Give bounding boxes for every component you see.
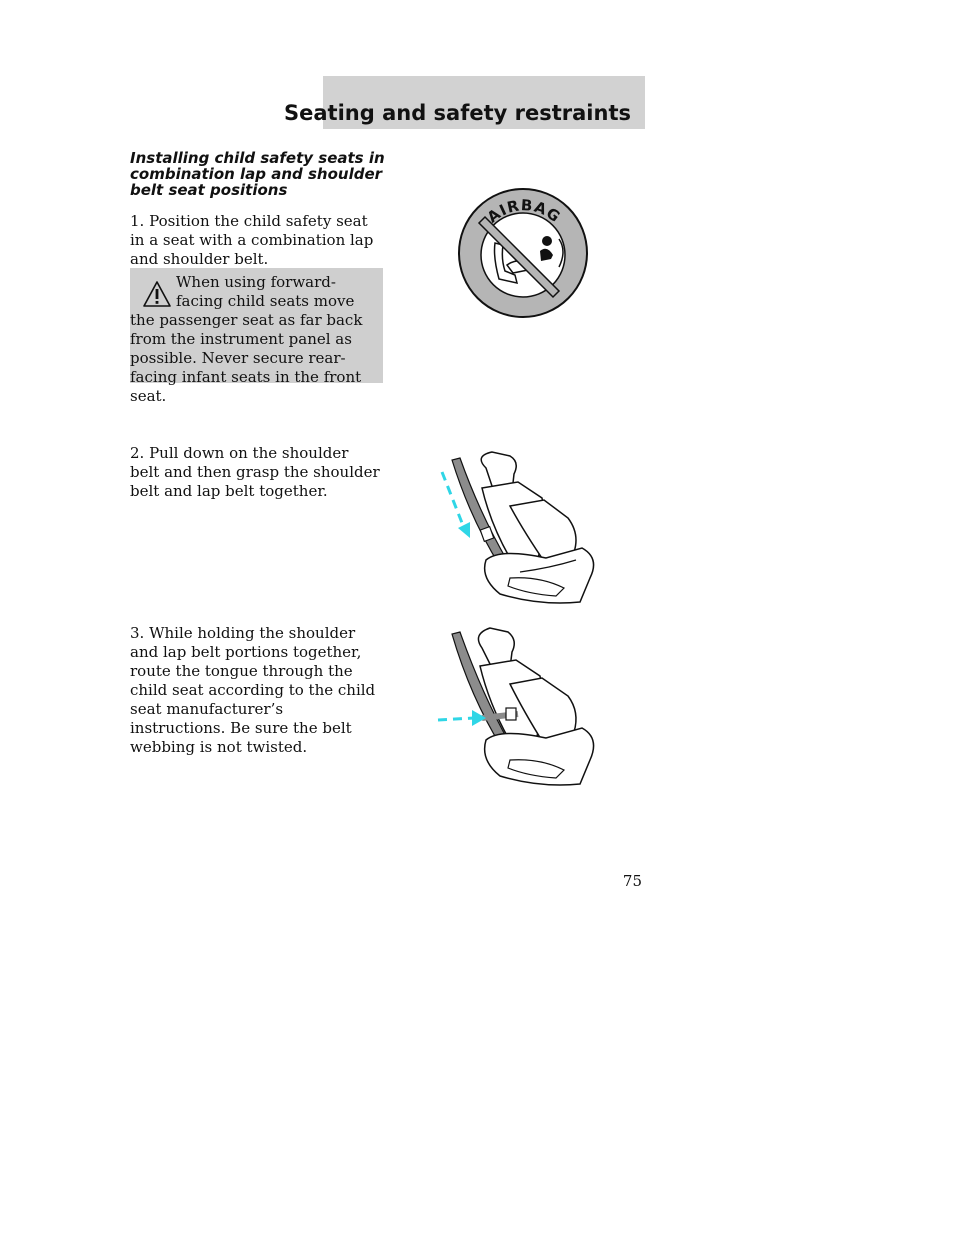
warning-box: When using forward-facing child seats mo… [130, 268, 383, 405]
step-1-text: 1. Position the child safety seat in a s… [130, 212, 374, 268]
warning-text: When using forward-facing child seats mo… [130, 273, 363, 405]
header-band: Seating and safety restraints [284, 76, 645, 129]
step-3-text: 3. While holding the shoulder and lap be… [130, 624, 376, 756]
page-number: 75 [622, 872, 642, 890]
section-heading: Installing child safety seats in combina… [130, 149, 385, 199]
step-2-text: 2. Pull down on the shoulder belt and th… [130, 444, 380, 500]
page-title: Seating and safety restraints [284, 101, 631, 125]
warning-triangle-icon [143, 281, 171, 307]
child-seat-figure-route-tongue [437, 627, 595, 786]
child-seat-figure-pull-belt [440, 451, 595, 604]
airbag-warning-figure: AIRBAG [458, 188, 588, 318]
